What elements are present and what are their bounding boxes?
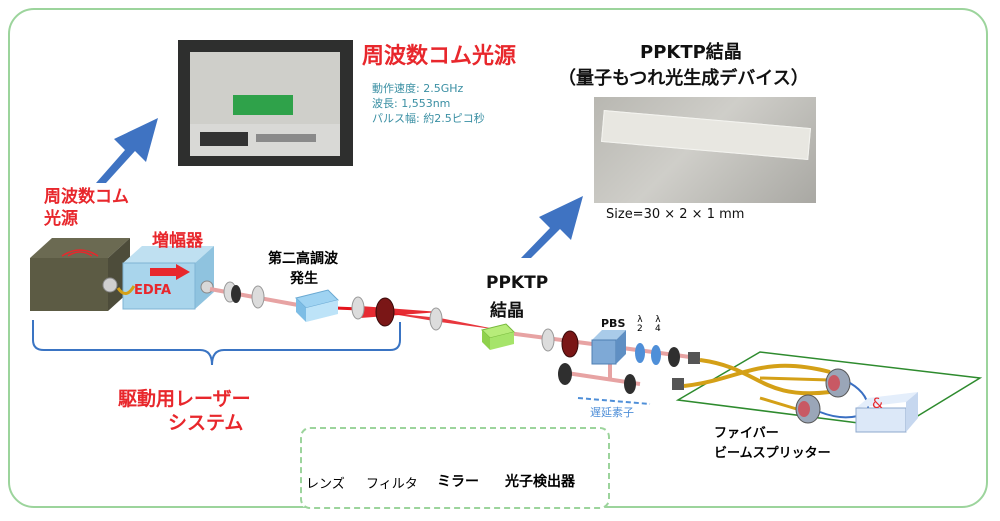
- delay-label: 遅延素子: [590, 406, 634, 419]
- pbs-cube: [591, 330, 626, 365]
- shg-label-2: 発生: [290, 271, 318, 287]
- lens-4: [429, 307, 443, 331]
- source-spec-2: 波長: 1,553nm: [372, 97, 451, 110]
- crystal-sample: [601, 109, 811, 161]
- fiber-bs-label-1: ファイバー: [714, 426, 779, 441]
- arrow-up-right: [521, 196, 583, 258]
- coincidence-counter: &: [855, 392, 918, 433]
- laser-system-bracket: [32, 320, 401, 366]
- mirror-1: [231, 285, 241, 303]
- legend-box: [300, 427, 610, 509]
- legend-lens-label: レンズ: [306, 477, 345, 492]
- fiber-2: [683, 363, 831, 388]
- half-wave-num: λ: [637, 315, 643, 325]
- coupler-2: [672, 378, 684, 390]
- svg-text:&: &: [872, 396, 883, 412]
- fiber-1: [699, 358, 831, 396]
- crystal-size: Size=30 × 2 × 1 mm: [606, 207, 745, 222]
- mirror-4: [668, 347, 680, 367]
- quarter-wave-label: λ 4: [655, 316, 661, 334]
- ppktp-label-2: 結晶: [490, 301, 524, 321]
- mirror-2: [558, 363, 572, 385]
- half-wave-label: λ 2: [637, 316, 643, 334]
- legend-detector-label: 光子検出器: [505, 474, 575, 490]
- edfa-box: [122, 246, 214, 310]
- delay-line: [577, 397, 651, 405]
- fiber-bs-label-2: ビームスプリッター: [714, 446, 831, 461]
- green-label: [233, 95, 293, 115]
- lens-3: [351, 296, 365, 320]
- quarter-wave-den: 4: [655, 324, 661, 334]
- edfa-label: EDFA: [134, 283, 172, 298]
- fiber-link: [116, 285, 136, 295]
- legend-filter-label: フィルタ: [366, 477, 418, 492]
- half-waveplate: [635, 343, 645, 363]
- coupler-1: [688, 352, 700, 364]
- source-spec-3: パルス幅: 約2.5ピコ秒: [372, 112, 485, 125]
- mirror-3: [624, 374, 636, 394]
- amplifier-label: 増幅器: [152, 231, 203, 251]
- comb-source-label-2: 光源: [44, 209, 78, 229]
- comb-source-box: [30, 238, 130, 311]
- device-display: [200, 132, 248, 146]
- pbs-label: PBS: [601, 317, 626, 330]
- crystal-subtitle: （量子もつれ光生成デバイス）: [558, 68, 809, 89]
- comb-source-label-1: 周波数コム: [44, 187, 129, 207]
- source-spec-1: 動作速度: 2.5GHz: [372, 82, 464, 95]
- comb-source-photo: [178, 40, 353, 166]
- laser-system-label-1: 駆動用レーザー: [118, 388, 251, 410]
- shg-label-1: 第二高調波: [268, 251, 338, 267]
- source-title: 周波数コム光源: [362, 44, 517, 69]
- device-buttons: [256, 134, 316, 142]
- detector-1: [825, 368, 851, 398]
- detector-2: [795, 394, 821, 424]
- arrow-up-left: [96, 118, 158, 183]
- lens-5: [541, 328, 555, 352]
- legend-mirror-label: ミラー: [437, 474, 479, 490]
- lens-2: [251, 285, 265, 309]
- crystal-title: PPKTP結晶: [640, 42, 742, 63]
- laser-system-label-2: システム: [168, 412, 244, 434]
- half-wave-den: 2: [637, 324, 643, 334]
- crystal-photo: [594, 97, 816, 203]
- quarter-waveplate: [651, 345, 661, 365]
- quarter-wave-num: λ: [655, 315, 661, 325]
- filter-1: [375, 297, 395, 327]
- ppktp-label-1: PPKTP: [486, 273, 549, 293]
- filter-2: [561, 330, 579, 358]
